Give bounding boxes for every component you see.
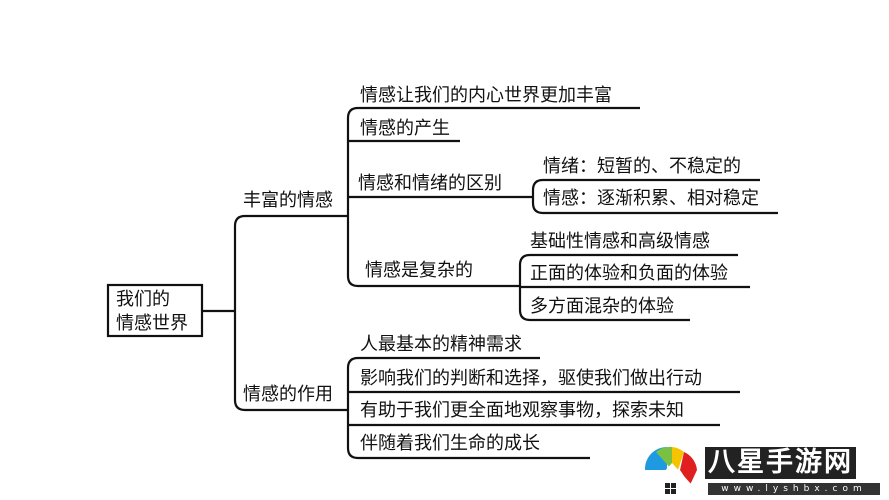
node-mood-definition: 情绪：短暂的、不稳定的 [543,156,741,177]
node-enrich-inner-world: 情感让我们的内心世界更加丰富 [360,85,612,106]
watermark-logo-icon [644,446,697,494]
watermark-url: www.lyshbx.com [708,483,880,495]
difference-connector [531,178,778,215]
watermark-title: 八星手游网 [705,447,856,479]
root-label-line2: 情感世界 [116,313,188,334]
complex-connector [518,253,750,322]
root-label-line1: 我们的 [116,289,170,310]
node-emotion-definition: 情感：逐渐积累、相对稳定 [543,188,759,209]
trunk-connector [233,214,348,412]
node-observe-explore: 有助于我们更全面地观察事物，探索未知 [360,400,684,421]
node-positive-negative: 正面的体验和负面的体验 [530,263,728,284]
node-life-growth: 伴随着我们生命的成长 [360,433,540,454]
node-emotion-origin: 情感的产生 [360,118,450,139]
node-basic-need: 人最基本的精神需求 [360,334,522,355]
branch1-underlines [348,139,533,199]
branch-rich-emotions: 丰富的情感 [243,190,333,211]
node-emotion-complex: 情感是复杂的 [365,260,473,281]
node-influence-judgment: 影响我们的判断和选择，驱使我们做出行动 [360,368,702,389]
branch-emotion-functions: 情感的作用 [243,384,333,405]
branch2-connector [346,356,740,460]
node-basic-advanced: 基础性情感和高级情感 [530,231,710,252]
node-mixed-experience: 多方面混杂的体验 [530,296,674,317]
root-node-box [106,283,204,338]
node-emotion-vs-mood: 情感和情绪的区别 [358,173,502,194]
